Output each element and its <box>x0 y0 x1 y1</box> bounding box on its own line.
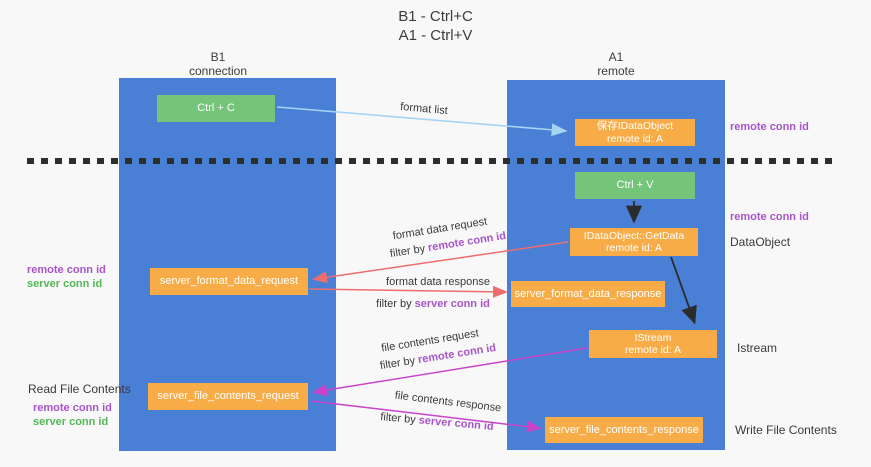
session-separator-dashed-line <box>27 158 833 164</box>
filter-by-server-conn-id-label-2: filter by server conn id <box>380 411 494 433</box>
server-format-data-request-node: server_format_data_request <box>150 268 308 295</box>
server-format-data-response-node: server_format_data_response <box>511 281 665 307</box>
filter-by-server-conn-id-label-1: filter by server conn id <box>376 298 490 310</box>
istream-line2: remote id: A <box>624 344 682 356</box>
left-server-conn-id-bottom: server conn id <box>33 416 109 428</box>
left-column-header: B1 connection <box>118 50 318 78</box>
right-column-header: A1 remote <box>516 50 716 78</box>
save-idataobject-line1: 保存IDataObject <box>596 120 674 132</box>
getdata-line1: IDataObject::GetData <box>583 229 685 242</box>
filter-by-text: filter by <box>379 354 420 373</box>
file-contents-response-label: file contents response <box>394 389 502 415</box>
file-request-label: server_file_contents_request <box>157 390 299 402</box>
read-file-contents-label: Read File Contents <box>28 382 131 396</box>
server-conn-id-highlight: server conn id <box>418 414 495 433</box>
file-response-label: server_file_contents_response <box>549 423 699 436</box>
title-line-1: B1 - Ctrl+C <box>398 8 473 25</box>
idataobject-getdata-node: IDataObject::GetData remote id: A <box>570 228 698 256</box>
save-idataobject-line2: remote id: A <box>606 132 664 145</box>
format-response-label: server_format_data_response <box>514 287 662 300</box>
ctrl-c-label: Ctrl + C <box>197 102 235 114</box>
left-remote-conn-id-bottom: remote conn id <box>33 402 112 414</box>
dataobject-label: DataObject <box>730 235 791 249</box>
left-column-role: connection <box>188 64 248 78</box>
filter-by-text: filter by <box>376 298 415 310</box>
diagram-title: B1 - Ctrl+C A1 - Ctrl+V <box>0 7 871 45</box>
title-line-2: A1 - Ctrl+V <box>398 27 473 44</box>
right-column-role: remote <box>597 64 635 78</box>
left-server-conn-id-top: server conn id <box>27 278 103 290</box>
right-remote-conn-id-mid: remote conn id <box>730 211 809 223</box>
format-request-label: server_format_data_request <box>159 275 299 287</box>
server-file-contents-request-node: server_file_contents_request <box>148 383 308 410</box>
left-column-name: B1 <box>210 50 226 64</box>
format-data-response-label: format data response <box>386 276 490 288</box>
getdata-line2: remote id: A <box>605 242 663 254</box>
ctrl-v-label: Ctrl + V <box>616 179 654 191</box>
ctrl-c-node: Ctrl + C <box>157 95 275 122</box>
filter-by-text: filter by <box>379 411 420 427</box>
write-file-contents-label: Write File Contents <box>735 423 837 437</box>
right-remote-conn-id-top: remote conn id <box>730 121 809 133</box>
server-file-contents-response-node: server_file_contents_response <box>545 417 703 443</box>
istream-line1: IStream <box>634 331 672 344</box>
ctrl-v-node: Ctrl + V <box>575 172 695 199</box>
left-remote-conn-id-top: remote conn id <box>27 264 106 276</box>
save-idataobject-node: 保存IDataObject remote id: A <box>575 119 695 146</box>
format-list-label: format list <box>399 100 449 118</box>
istream-node: IStream remote id: A <box>589 330 717 358</box>
server-conn-id-highlight: server conn id <box>414 298 490 310</box>
filter-by-text: filter by <box>389 242 430 261</box>
istream-side-label: Istream <box>737 341 778 355</box>
right-column-name: A1 <box>608 50 624 64</box>
arrow-format-data-response <box>308 285 508 298</box>
